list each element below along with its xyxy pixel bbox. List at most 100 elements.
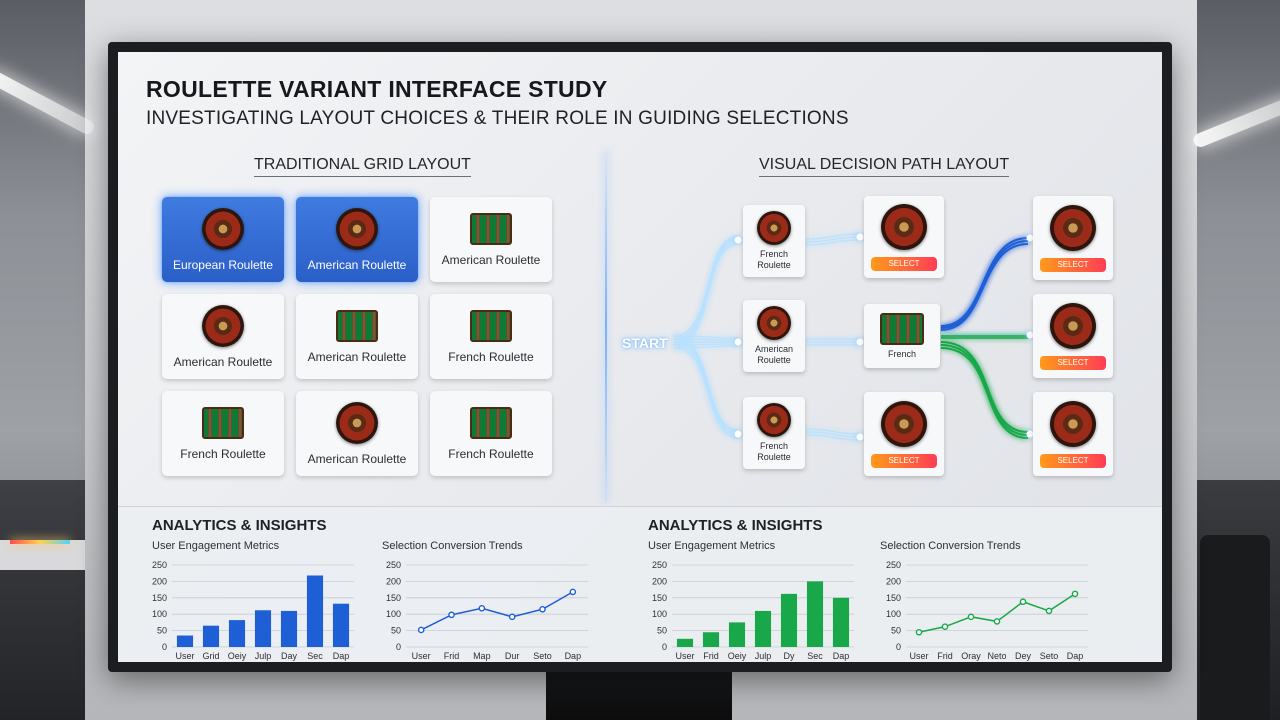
path-node-level3[interactable]: SELECT — [1033, 392, 1113, 476]
blue-connector — [940, 243, 1029, 331]
level1-connector — [805, 434, 861, 441]
bar — [754, 610, 772, 647]
engagement-title-left: User Engagement Metrics — [152, 540, 280, 552]
data-point — [508, 613, 516, 621]
path-node-label: French Roulette — [757, 441, 791, 462]
page-subtitle: INVESTIGATING LAYOUT CHOICES & THEIR ROL… — [146, 108, 849, 129]
bar — [702, 632, 720, 647]
variant-tile[interactable]: French Roulette — [430, 294, 552, 379]
variant-tile-label: European Roulette — [172, 257, 274, 272]
roulette-wheel-icon — [202, 304, 244, 347]
engagement-title-right: User Engagement Metrics — [648, 540, 776, 552]
x-tick-label: Neto — [987, 651, 1006, 661]
bar — [676, 638, 694, 647]
path-connector-dot — [856, 338, 864, 346]
path-node-level1[interactable]: French Roulette — [743, 397, 805, 469]
bar — [728, 622, 746, 647]
variant-tile[interactable]: European Roulette — [162, 197, 284, 282]
select-button[interactable]: SELECT — [871, 256, 937, 271]
conversion-title-left: Selection Conversion Trends — [382, 540, 523, 552]
variant-tile-label: French Roulette — [180, 446, 266, 461]
y-tick-label: 100 — [152, 609, 167, 619]
path-connector-dot — [734, 338, 742, 346]
roulette-wheel-icon — [881, 400, 927, 447]
path-node-level3[interactable]: SELECT — [1033, 196, 1113, 280]
select-button[interactable]: SELECT — [1040, 355, 1106, 370]
x-tick-label: Dap — [333, 651, 350, 661]
y-tick-label: 50 — [657, 626, 667, 636]
level1-connector — [805, 236, 861, 243]
roulette-wheel-icon — [757, 403, 791, 437]
variant-tile-label: American Roulette — [307, 451, 407, 466]
ceiling-light-left — [0, 67, 97, 137]
x-tick-label: Sec — [307, 651, 323, 661]
variant-tile[interactable]: American Roulette — [296, 197, 418, 282]
select-button[interactable]: SELECT — [1040, 257, 1106, 272]
green-connector — [940, 347, 1029, 439]
x-tick-label: Frid — [703, 651, 719, 661]
x-tick-label: Oray — [961, 651, 981, 661]
start-connector — [673, 341, 739, 435]
start-connector — [673, 338, 739, 341]
y-tick-label: 150 — [886, 593, 901, 603]
path-node-label: American Roulette — [754, 344, 793, 365]
variant-tile-label: French Roulette — [448, 349, 534, 364]
bar — [332, 603, 350, 647]
data-point — [478, 604, 486, 612]
path-node-level2[interactable]: SELECT — [864, 392, 944, 476]
x-tick-label: Dey — [1015, 651, 1032, 661]
variant-tile[interactable]: American Roulette — [162, 294, 284, 379]
roulette-table-icon — [470, 212, 512, 245]
data-point — [417, 626, 425, 634]
roulette-table-icon — [202, 406, 244, 439]
analytics-bar: ANALYTICS & INSIGHTS User Engagement Met… — [118, 506, 1162, 662]
y-tick-label: 250 — [386, 560, 401, 570]
path-node-level1[interactable]: French Roulette — [743, 205, 805, 277]
start-connector — [673, 335, 739, 339]
start-connector — [673, 347, 739, 439]
variant-tile[interactable]: American Roulette — [296, 294, 418, 379]
path-node-level3[interactable]: SELECT — [1033, 294, 1113, 378]
path-node-level2[interactable]: SELECT — [864, 196, 944, 278]
y-tick-label: 200 — [886, 576, 901, 586]
roulette-wheel-icon — [757, 211, 791, 245]
analytics-title-left: ANALYTICS & INSIGHTS — [152, 517, 327, 534]
variant-tile[interactable]: French Roulette — [162, 391, 284, 476]
bar — [202, 625, 220, 647]
variant-tile-label: French Roulette — [448, 446, 534, 461]
screen: ROULETTE VARIANT INTERFACE STUDY INVESTI… — [118, 52, 1162, 662]
x-tick-label: Day — [281, 651, 298, 661]
start-label: START — [622, 335, 668, 351]
data-point — [941, 623, 949, 630]
variant-tile[interactable]: American Roulette — [296, 391, 418, 476]
select-button[interactable]: SELECT — [871, 453, 937, 468]
x-tick-label: Frid — [444, 651, 460, 661]
y-tick-label: 250 — [886, 560, 901, 570]
start-connector — [673, 241, 739, 346]
y-tick-label: 150 — [386, 593, 401, 603]
x-tick-label: Dap — [565, 651, 582, 661]
variant-tile-label: American Roulette — [307, 349, 407, 364]
bar — [228, 620, 246, 647]
select-button[interactable]: SELECT — [1040, 453, 1106, 468]
variant-tile[interactable]: American Roulette — [430, 197, 552, 282]
start-connector — [673, 235, 739, 337]
bar — [806, 581, 824, 647]
start-connector — [673, 243, 739, 349]
variant-tile[interactable]: French Roulette — [430, 391, 552, 476]
path-connector-dot — [856, 233, 864, 241]
data-point — [448, 611, 455, 619]
monitor: ROULETTE VARIANT INTERFACE STUDY INVESTI… — [108, 42, 1172, 672]
bar — [280, 610, 298, 647]
path-node-label: French Roulette — [757, 249, 791, 270]
roulette-wheel-icon — [336, 207, 378, 250]
path-node-level2[interactable]: French — [864, 304, 940, 368]
data-point — [915, 628, 923, 636]
path-node-level1[interactable]: American Roulette — [743, 300, 805, 372]
data-point — [1019, 598, 1027, 606]
variant-tile-label: American Roulette — [173, 354, 273, 369]
level1-connector — [805, 428, 861, 435]
x-tick-label: Dap — [1067, 651, 1084, 661]
